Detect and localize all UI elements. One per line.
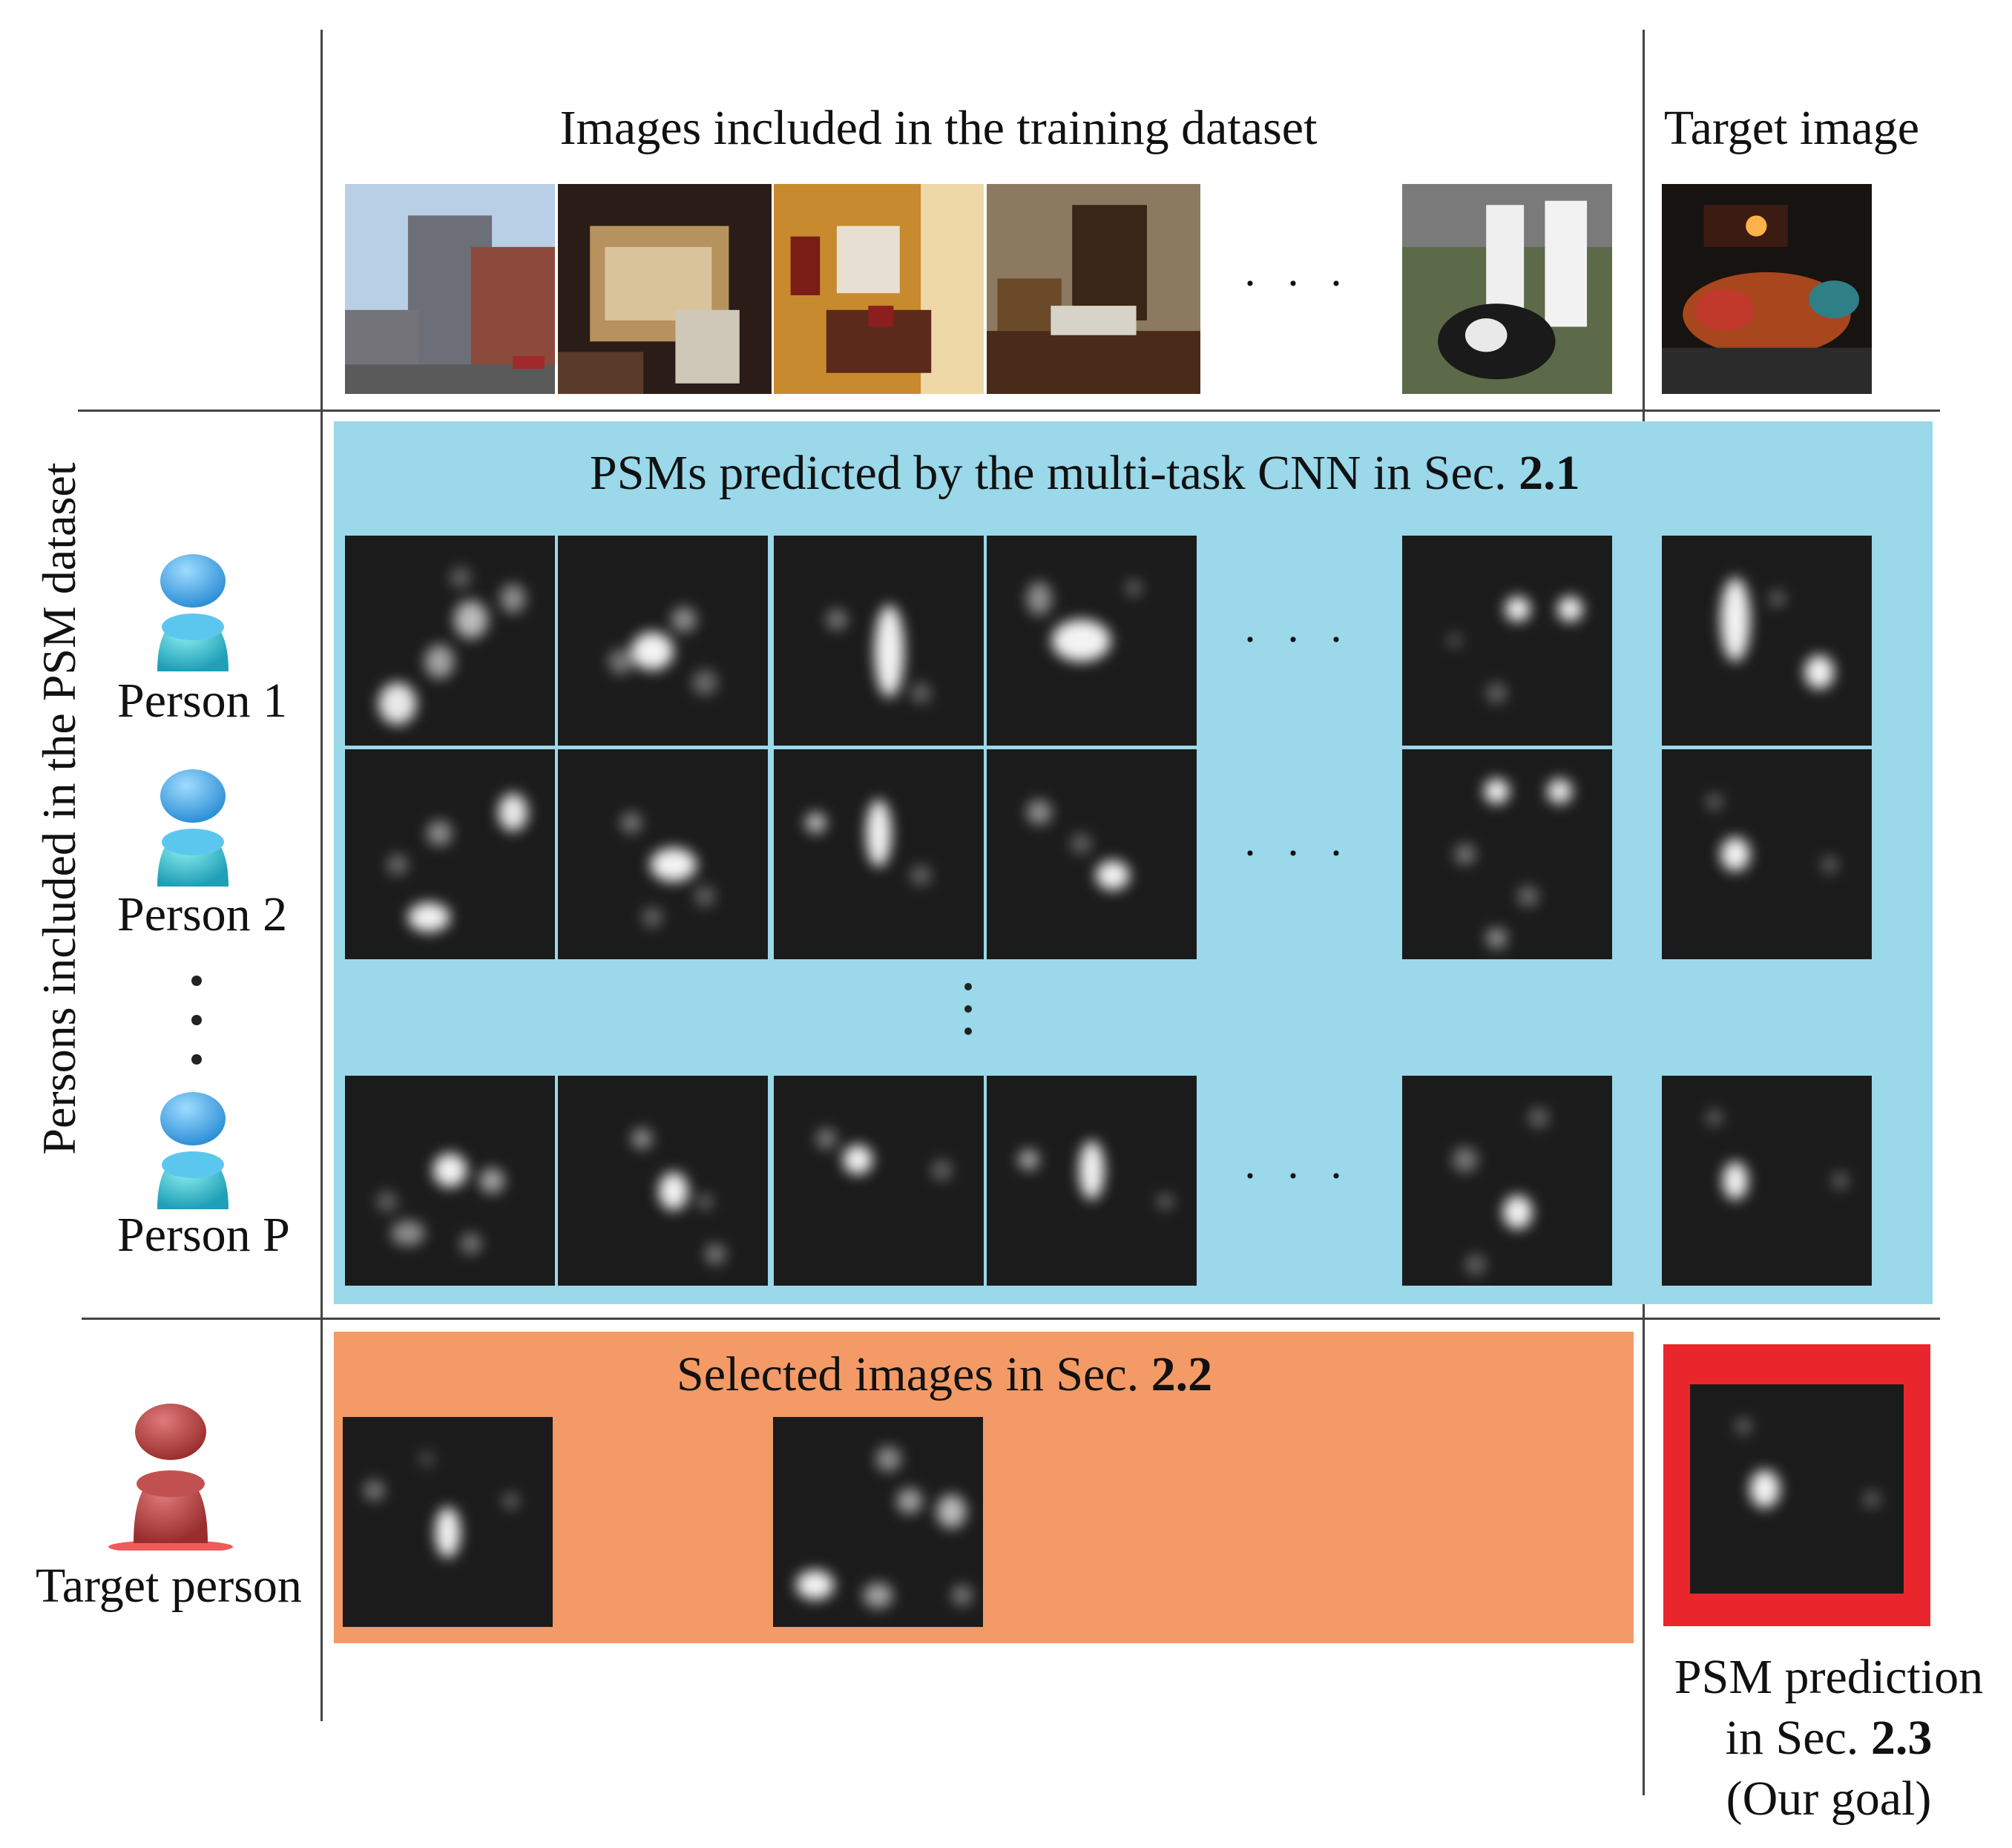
rowP-ellipsis: ··· [1243, 1151, 1372, 1200]
result-caption-line2-text: in Sec. [1725, 1711, 1871, 1765]
persons-vertical-dot-2 [191, 1015, 202, 1025]
target-image-header: Target image [1663, 101, 1920, 155]
persons-vertical-dot-1 [191, 976, 202, 986]
psm-heatmap-person-2-training-5 [1402, 749, 1612, 959]
training-photo-cattle-show [1402, 184, 1612, 394]
training-images-header: Images included in the training dataset [559, 101, 1318, 155]
psm-heatmap-person-1-training-2 [558, 536, 768, 746]
selected-heatmap-1 [343, 1417, 553, 1627]
psm-heatmap-person-p-training-5 [1402, 1076, 1612, 1286]
training-photos-ellipsis: ··· [1243, 259, 1372, 308]
psm-heatmap-person-2-training-4 [987, 749, 1197, 959]
psm-heatmap-person-p-training-3 [774, 1076, 984, 1286]
person-p-label: Person P [117, 1208, 290, 1262]
column-vertical-dot-2 [964, 1005, 972, 1013]
row2-ellipsis: ··· [1243, 829, 1372, 878]
grid-hline-bottom [82, 1318, 1940, 1320]
person-icon [148, 553, 237, 679]
psm-heatmap-person-1-training-5 [1402, 536, 1612, 746]
persons-vertical-dot-3 [191, 1054, 202, 1065]
column-vertical-dot-1 [964, 983, 972, 990]
psm-panel-title: PSMs predicted by the multi-task CNN in … [590, 449, 1580, 498]
psm-heatmap-person-1-training-1 [345, 536, 555, 746]
training-photo-street [345, 184, 555, 394]
persons-axis-label: Persons included in the PSM dataset [33, 462, 85, 1155]
person-icon [148, 768, 237, 894]
grid-hline-top [78, 410, 1940, 412]
psm-heatmap-person-2-target [1662, 749, 1872, 959]
person-2-label: Person 2 [117, 887, 288, 941]
target-image-photo [1662, 184, 1872, 394]
psm-prediction-result [1690, 1384, 1904, 1594]
column-vertical-dot-3 [964, 1027, 972, 1035]
result-caption-line2: in Sec. 2.3 [1647, 1714, 2011, 1763]
person-1-label: Person 1 [117, 674, 288, 728]
result-caption-line1: PSM prediction [1674, 1650, 1984, 1704]
training-photo-dining-room [558, 184, 772, 394]
psm-panel-title-text: PSMs predicted by the multi-task CNN in … [590, 446, 1519, 500]
person-icon [148, 1091, 237, 1217]
psm-heatmap-person-2-training-1 [345, 749, 555, 959]
selected-images-title: Selected images in Sec. 2.2 [677, 1350, 1212, 1399]
psm-heatmap-person-p-training-1 [345, 1076, 555, 1286]
psm-heatmap-person-2-training-2 [558, 749, 768, 959]
target-person-icon [104, 1402, 237, 1551]
psm-panel-title-ref: 2.1 [1519, 446, 1580, 500]
training-photo-kitchen [774, 184, 984, 394]
row1-ellipsis: ··· [1243, 615, 1372, 664]
target-person-label: Target person [36, 1559, 302, 1613]
psm-heatmap-person-1-target [1662, 536, 1872, 746]
psm-heatmap-person-p-target [1662, 1076, 1872, 1286]
result-caption-line2-ref: 2.3 [1870, 1711, 1933, 1765]
selected-images-title-ref: 2.2 [1151, 1347, 1213, 1401]
psm-heatmap-person-2-training-3 [774, 749, 984, 959]
training-photo-chair-room [987, 184, 1200, 394]
psm-heatmap-person-1-training-4 [987, 536, 1197, 746]
psm-heatmap-person-1-training-3 [774, 536, 984, 746]
result-caption-line3: (Our goal) [1726, 1772, 1932, 1826]
grid-vline-left [320, 30, 323, 1721]
selected-heatmap-2 [773, 1417, 983, 1627]
psm-heatmap-person-p-training-2 [558, 1076, 768, 1286]
psm-heatmap-person-p-training-4 [987, 1076, 1197, 1286]
selected-images-title-text: Selected images in Sec. [677, 1347, 1151, 1401]
